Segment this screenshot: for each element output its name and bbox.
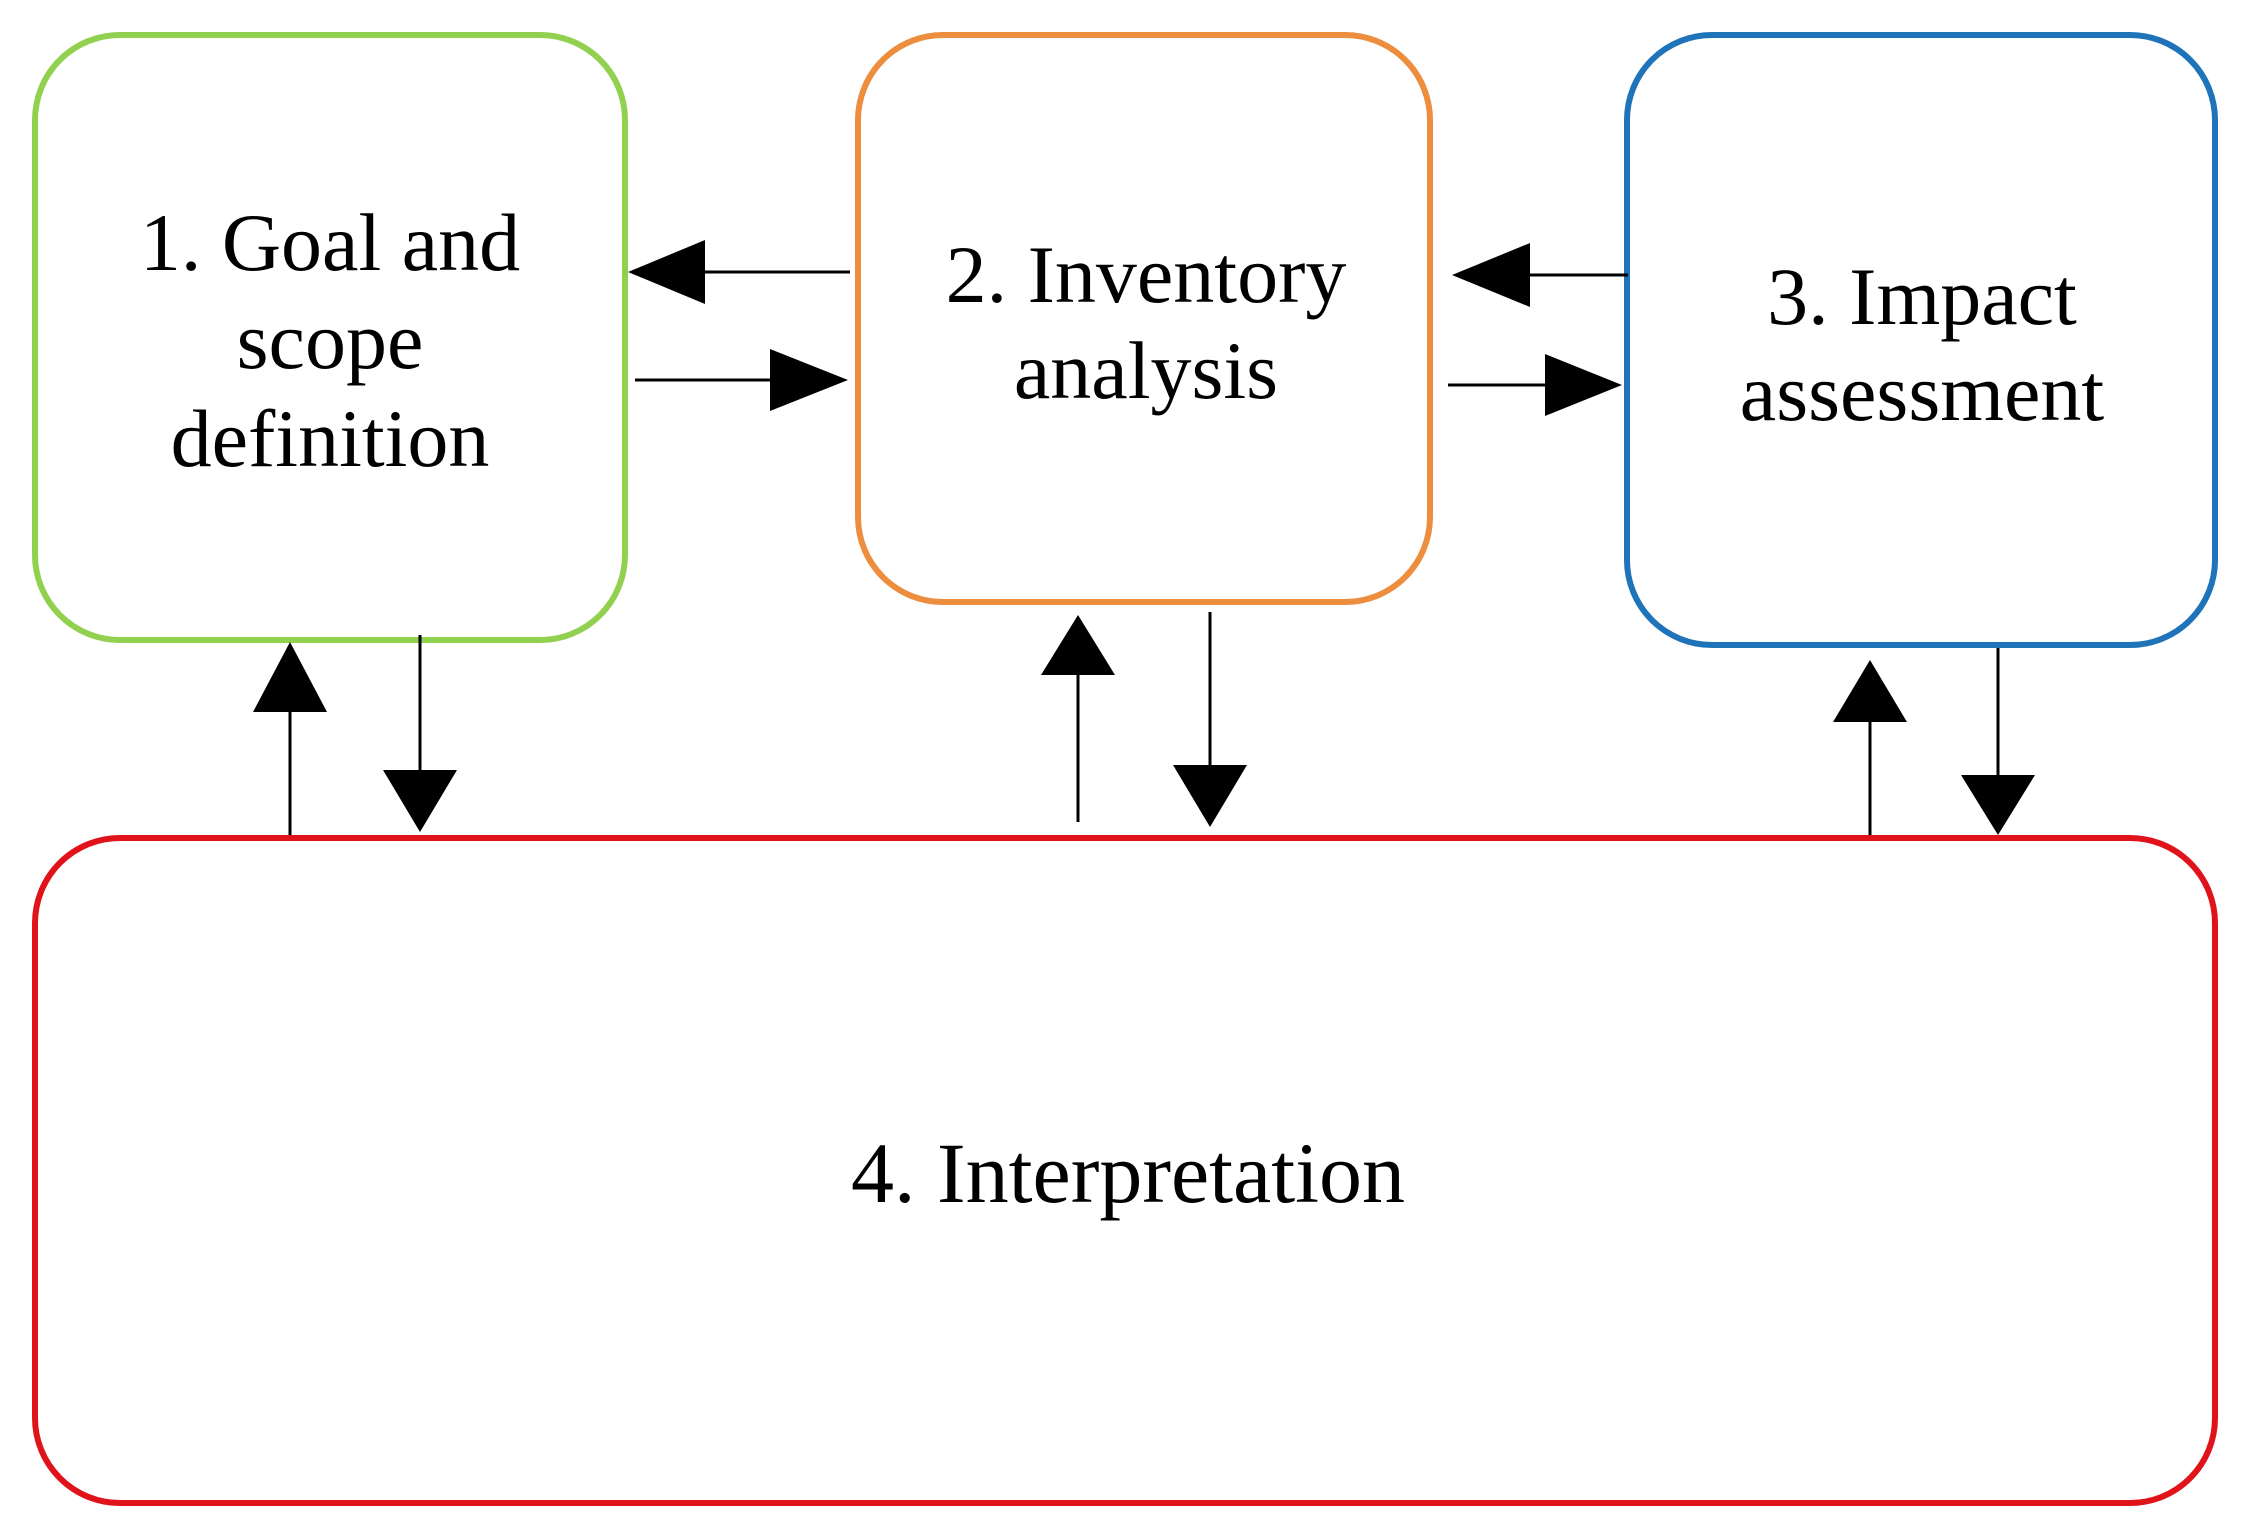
- goal-scope-label-line-2: scope: [237, 295, 424, 386]
- goal-scope-label-line-1: 1. Goal and: [140, 197, 520, 288]
- inventory-analysis-box: [855, 32, 1433, 605]
- interpretation-box: [32, 835, 2218, 1506]
- arrow-interpretation-to-inventory: [1041, 615, 1115, 822]
- arrow-impact-to-inventory: [1452, 243, 1628, 307]
- goal-scope-box: [32, 32, 628, 643]
- goal-scope-label-line-3: definition: [171, 393, 490, 484]
- arrow-impact-to-interpretation: [1961, 648, 2035, 835]
- inventory-label-line-2: analysis: [1014, 325, 1278, 416]
- arrow-goal-to-inventory: [635, 349, 848, 411]
- inventory-label-line-1: 2. Inventory: [946, 229, 1347, 320]
- arrow-inventory-to-impact: [1448, 354, 1622, 416]
- arrow-interpretation-to-goal: [253, 642, 327, 835]
- impact-label-line-1: 3. Impact: [1767, 251, 2077, 342]
- interpretation-label: 4. Interpretation: [851, 1125, 1405, 1221]
- impact-assessment-box: [1624, 32, 2218, 648]
- arrow-goal-to-interpretation: [383, 635, 457, 832]
- impact-label-line-2: assessment: [1740, 347, 2105, 438]
- arrow-inventory-to-goal: [628, 240, 850, 304]
- arrow-interpretation-to-impact: [1833, 660, 1907, 835]
- arrow-inventory-to-interpretation: [1173, 612, 1247, 827]
